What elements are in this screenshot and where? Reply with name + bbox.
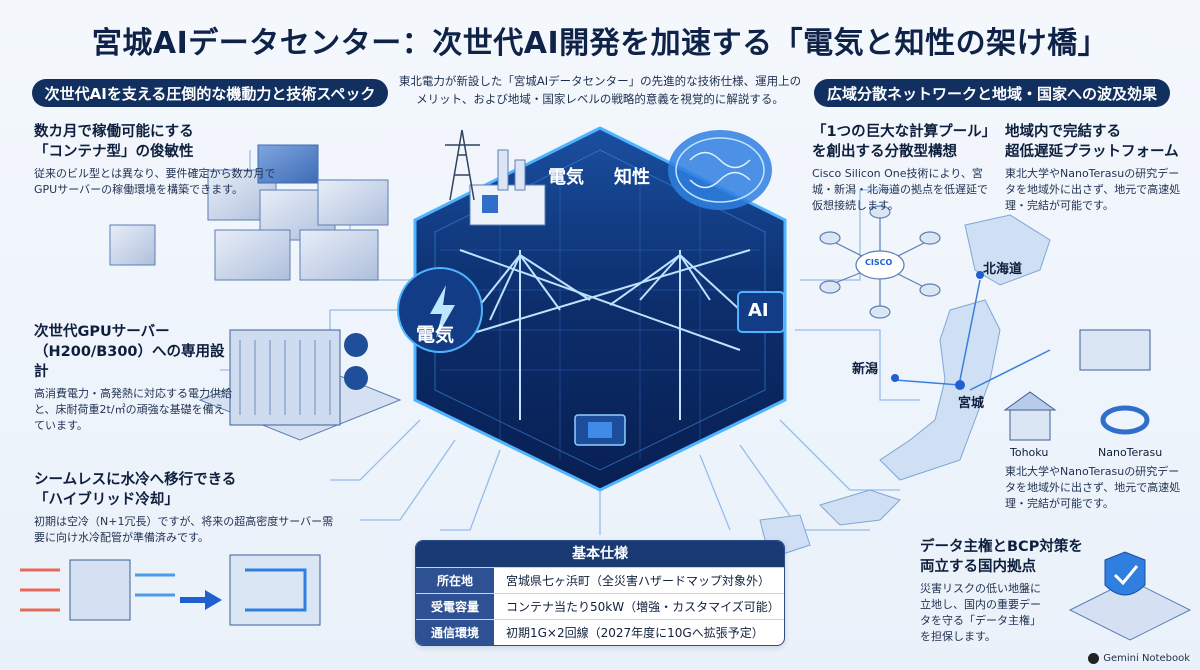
hybrid-cooling-block: シームレスに水冷へ移行できる 「ハイブリッド冷却」 初期は空冷（N+1冗長）です…	[34, 470, 344, 546]
map-label-tohoku: Tohoku	[1010, 446, 1049, 459]
gpu-title-2: （H200/B300）への専用設計	[34, 344, 225, 380]
spec-row: 通信環境 初期1G×2回線（2027年度に10Gへ拡張予定）	[416, 619, 784, 645]
center-label-intelligence: 知性	[614, 167, 650, 188]
left-section-header: 次世代AIを支える圧倒的な機動力と技術スペック	[32, 79, 388, 107]
spec-row: 受電容量 コンテナ当たり50kW（増強・カスタマイズ可能）	[416, 593, 784, 619]
map-label-nanoterasu: NanoTerasu	[1098, 446, 1163, 459]
gpu-server-illustration	[198, 329, 402, 441]
map-label-niigata: 新潟	[852, 362, 879, 377]
map-label-hokkaido: 北海道	[983, 262, 1023, 277]
right-section-header: 広域分散ネットワークと地域・国家への波及効果	[814, 79, 1170, 107]
gpu-design-block: 次世代GPUサーバー （H200/B300）への専用設計 高消費電力・高発熱に対…	[34, 322, 234, 434]
center-label-power: 電気	[548, 167, 584, 188]
spec-title: 基本仕様	[416, 541, 784, 567]
spec-value: コンテナ当たり50kW（増強・カスタマイズ可能）	[506, 600, 780, 614]
pool-title-2: を創出する分散型構想	[812, 144, 957, 160]
local-platform-block: 地域内で完結する 超低遅延プラットフォーム 東北大学やNanoTerasuの研究…	[1005, 122, 1185, 214]
bcp-body: 災害リスクの低い地盤に立地し、国内の重要データを守る「データ主権」を担保します。	[920, 582, 1041, 643]
gpu-body: 高消費電力・高発熱に対応する電力供給と、床耐荷重2t/㎡の頑強な基礎を備えていま…	[34, 387, 232, 432]
container-stack-illustration	[109, 144, 389, 281]
spec-value: 宮城県七ヶ浜町（全災害ハザードマップ対象外）	[506, 574, 771, 588]
map-caption: 東北大学やNanoTerasuの研究データを地域外に出さず、地元で高速処理・完結…	[1005, 465, 1181, 510]
pool-title-1: 「1つの巨大な計算プール」	[812, 124, 997, 140]
cisco-label: CISCO	[865, 258, 893, 267]
pool-body: Cisco Silicon One技術により、宮城・新潟・北海道の拠点を低遅延で…	[812, 167, 988, 212]
footer-branding: Gemini Notebook	[1088, 653, 1190, 664]
local-body: 東北大学やNanoTerasuの研究データを地域外に出さず、地元で高速処理・完結…	[1005, 167, 1181, 212]
container-agility-block: 数カ月で稼働可能にする 「コンテナ型」の俊敏性 従来のビル型とは異なり、要件確定…	[34, 122, 304, 198]
gpu-title-1: 次世代GPUサーバー	[34, 324, 170, 340]
page-title: 宮城AIデータセンター：次世代AI開発を加速する「電気と知性の架け橋」	[91, 26, 1109, 61]
footer-text: Gemini Notebook	[1103, 653, 1190, 664]
brain-illustration	[668, 130, 772, 210]
power-plant-illustration	[469, 149, 546, 226]
compute-pool-block: 「1つの巨大な計算プール」 を創出する分散型構想 Cisco Silicon O…	[812, 122, 997, 214]
spec-value: 初期1G×2回線（2027年度に10Gへ拡張予定）	[506, 626, 764, 640]
local-title-1: 地域内で完結する	[1005, 124, 1121, 140]
tohoku-building-illustration	[1003, 391, 1057, 441]
spec-key: 通信環境	[416, 620, 494, 645]
container-title-2: 「コンテナ型」の俊敏性	[34, 144, 194, 160]
notebook-icon	[1088, 653, 1100, 664]
cooling-title-2: 「ハイブリッド冷却」	[34, 492, 179, 508]
cooling-title-1: シームレスに水冷へ移行できる	[34, 472, 237, 488]
bcp-title-1: データ主権とBCP対策を	[920, 539, 1083, 555]
cooling-illustration	[20, 554, 321, 626]
center-label-power-left: 電気	[416, 324, 455, 346]
shield-illustration	[1068, 551, 1192, 641]
intro-text: 東北電力が新設した「宮城AIデータセンター」の先進的な技術仕様、運用上のメリット…	[398, 74, 802, 106]
spec-key: 所在地	[416, 568, 494, 593]
bcp-title-2: 両立する国内拠点	[920, 559, 1036, 575]
network-nodes-illustration	[819, 205, 941, 319]
bcp-block: データ主権とBCP対策を 両立する国内拠点 災害リスクの低い地盤に立地し、国内の…	[920, 537, 1090, 645]
spec-key: 受電容量	[416, 594, 494, 619]
center-label-ai: AI	[748, 300, 769, 321]
local-title-2: 超低遅延プラットフォーム	[1005, 144, 1179, 160]
container-body: 従来のビル型とは異なり、要件確定から数カ月でGPUサーバーの稼働環境を構築できま…	[34, 167, 276, 196]
spec-table: 基本仕様 所在地 宮城県七ヶ浜町（全災害ハザードマップ対象外） 受電容量 コンテ…	[415, 540, 785, 646]
container-title-1: 数カ月で稼働可能にする	[34, 124, 194, 140]
spec-row: 所在地 宮城県七ヶ浜町（全災害ハザードマップ対象外）	[416, 567, 784, 593]
nanoterasu-illustration	[1100, 405, 1150, 435]
map-label-miyagi: 宮城	[958, 396, 985, 411]
cooling-body: 初期は空冷（N+1冗長）ですが、将来の超高密度サーバー需要に向け水冷配管が準備済…	[34, 515, 334, 544]
